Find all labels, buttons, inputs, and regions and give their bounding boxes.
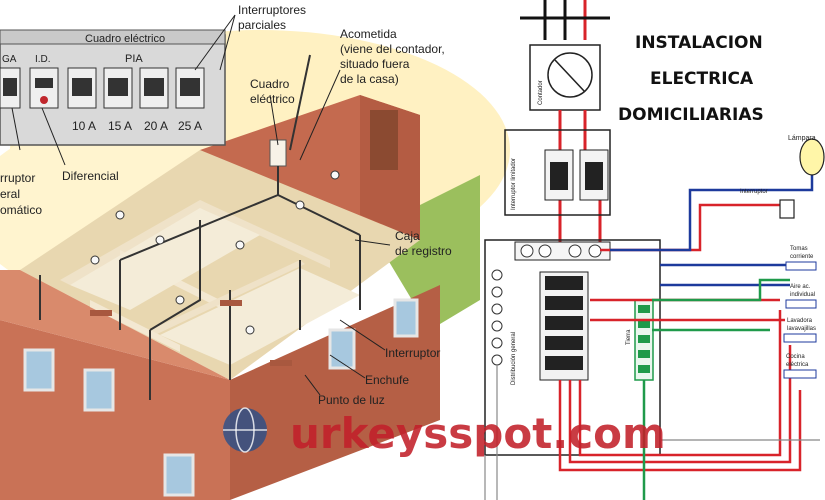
label-caja-registro-1: Caja	[395, 229, 420, 243]
panel-id-label: I.D.	[35, 54, 51, 65]
wiring-schematic: Contador Interruptor limitador	[484, 0, 825, 500]
rating-25a: 25 A	[178, 119, 202, 133]
label-interruptor-general-3: omático	[0, 203, 42, 217]
label-cuadro-electrico-2: eléctrico	[250, 92, 295, 106]
title-line-1: INSTALACION	[635, 33, 763, 53]
label-interruptor-general-2: eral	[0, 187, 20, 201]
house-illustration	[0, 30, 510, 500]
label-interruptor: Interruptor	[385, 346, 440, 360]
label-toma-2: corriente	[790, 254, 814, 260]
label-lavadora-2: lavavajillas	[787, 326, 816, 332]
label-punto-luz: Punto de luz	[318, 393, 385, 407]
watermark: urkeysspot.com	[223, 407, 666, 458]
watermark-text: urkeysspot.com	[290, 409, 666, 458]
label-toma-1: Tomas	[790, 246, 808, 252]
label-cocina-2: eléctrica	[786, 362, 809, 368]
label-cocina-1: Cocina	[786, 354, 805, 360]
label-tierra: Tierra	[626, 329, 632, 345]
left-callouts	[11, 14, 391, 396]
label-diferencial: Diferencial	[62, 169, 119, 183]
label-acometida-2: (viene del contador,	[340, 42, 445, 56]
label-aire-2: individual	[790, 292, 815, 298]
label-interruptor-r: Interruptor	[740, 189, 768, 195]
breaker-panel-graphic: Cuadro eléctrico GA I.D. PIA 10 A 15 A 2…	[0, 29, 226, 146]
rating-15a: 15 A	[108, 119, 132, 133]
left-labels: Interruptores parciales Acometida (viene…	[0, 3, 452, 407]
label-limitador: Interruptor limitador	[511, 158, 517, 210]
label-acometida-3: situado fuera	[340, 57, 410, 71]
panel-pia-label: PIA	[125, 53, 143, 65]
panel-title: Cuadro eléctrico	[85, 33, 165, 45]
label-lavadora-1: Lavadora	[787, 318, 813, 324]
label-lampara: Lámpara	[788, 135, 816, 142]
rating-10a: 10 A	[72, 119, 96, 133]
label-acometida-4: de la casa)	[340, 72, 399, 86]
label-distribucion: Distribución general	[511, 332, 517, 385]
schematic-title: INSTALACION ELECTRICA DOMICILIARIAS	[618, 33, 764, 125]
label-contador: Contador	[538, 80, 544, 105]
label-interruptores-parciales-1: Interruptores	[238, 3, 306, 17]
label-interruptores-parciales-2: parciales	[238, 18, 286, 32]
title-line-2: ELECTRICA	[650, 69, 754, 89]
panel-left-fragment: GA	[2, 54, 17, 65]
label-aire-1: Aire ac.	[790, 284, 811, 290]
label-cuadro-electrico-1: Cuadro	[250, 77, 290, 91]
label-caja-registro-2: de registro	[395, 244, 452, 258]
label-acometida-1: Acometida	[340, 27, 397, 41]
title-line-3: DOMICILIARIAS	[618, 105, 764, 125]
rating-20a: 20 A	[144, 119, 168, 133]
label-enchufe: Enchufe	[365, 373, 409, 387]
label-interruptor-general-1: rruptor	[0, 171, 35, 185]
